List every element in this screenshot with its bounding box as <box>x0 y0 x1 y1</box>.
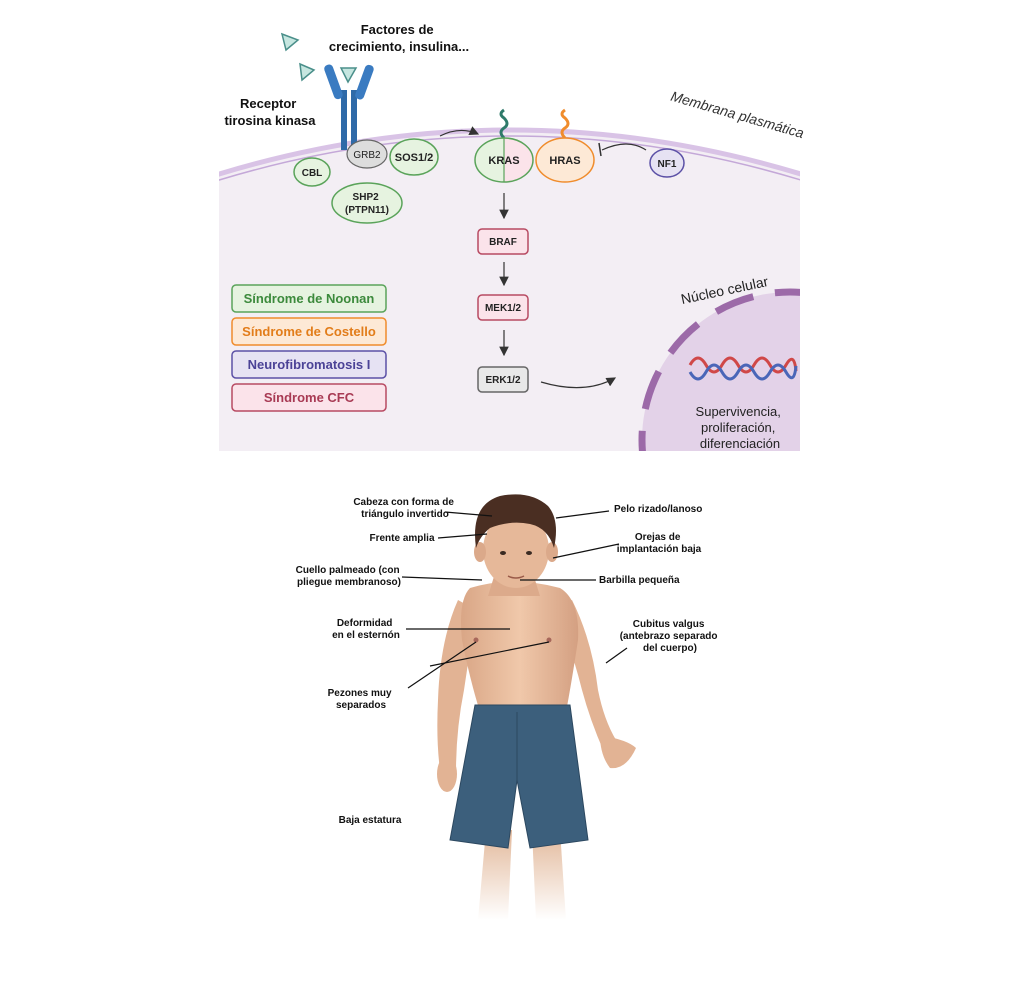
feature-callouts <box>401 510 628 689</box>
plasma-membrane <box>219 127 800 177</box>
shorts <box>449 704 589 849</box>
feature-head-shape-2: triángulo invertido <box>361 509 449 520</box>
mek-label: MEK1/2 <box>485 303 522 314</box>
hair <box>475 494 556 548</box>
legend-noonan: Síndrome de Noonan <box>244 291 375 306</box>
legend-nf1: Neurofibromatosis I <box>248 357 371 372</box>
outcome-line-1: Supervivencia, <box>696 404 781 419</box>
svg-text:Factores de crecimiento, i: Factores de crecimiento, insulina... <box>329 22 469 54</box>
legend-costello: Síndrome de Costello <box>242 324 376 339</box>
svg-text:Pezones muy separados: Pezones muy separados <box>328 688 395 711</box>
legend-box-nf1 <box>231 350 387 379</box>
erk-label: ERK1/2 <box>485 375 520 386</box>
ligand-label-2: crecimiento, insulina... <box>329 39 469 54</box>
feature-nipples-2: separados <box>336 700 386 711</box>
child-illustration <box>437 494 636 920</box>
dna-icon <box>688 356 798 381</box>
legend-box-costello <box>231 317 387 346</box>
ligand-triangle-icon <box>339 67 358 84</box>
protein-mek <box>477 294 529 321</box>
feature-ears-2: implantación baja <box>617 544 702 555</box>
feature-cubitus-3: del cuerpo) <box>643 643 697 654</box>
feature-cubitus-1: Cubitus valgus <box>633 619 705 630</box>
legend-box-cfc <box>231 383 387 412</box>
feature-ears-1: Orejas de <box>635 532 681 543</box>
braf-label: BRAF <box>489 237 517 248</box>
grb2-label: GRB2 <box>353 150 381 161</box>
protein-erk <box>477 366 529 393</box>
legend-cfc: Síndrome CFC <box>264 390 355 405</box>
ligand-label-1: Factores de <box>361 22 434 37</box>
protein-braf <box>477 228 529 255</box>
shp2-label-1: SHP2 <box>353 192 380 203</box>
ligand-triangles <box>280 32 358 84</box>
receptor-label-1: Receptor <box>240 96 296 111</box>
feature-nipples-1: Pezones muy <box>328 688 392 699</box>
receptor-label-2: tirosina kinasa <box>224 113 316 128</box>
kras-label: KRAS <box>488 155 519 167</box>
protein-hras <box>535 137 595 183</box>
nf1-label: NF1 <box>658 159 677 170</box>
svg-text:SHP2 (PTPN11): SHP2 (PTPN11) <box>345 192 389 216</box>
svg-text:Cuello palmeado (con pli: Cuello palmeado (con pliegue membranoso) <box>296 565 403 588</box>
svg-text:Cubitus valgus (antebraz: Cubitus valgus (antebrazo separado del c… <box>620 619 721 654</box>
feature-sternum-1: Deformidad <box>337 618 393 629</box>
sos-label: SOS1/2 <box>395 152 434 164</box>
hras-label: HRAS <box>549 155 580 167</box>
outcome-line-2: proliferación, <box>701 420 775 435</box>
svg-text:Orejas de implantación b: Orejas de implantación baja <box>617 532 702 555</box>
protein-cbl <box>293 157 331 187</box>
legend-box-noonan <box>231 284 387 313</box>
feature-hair: Pelo rizado/lanoso <box>614 504 702 515</box>
feature-neck-1: Cuello palmeado (con <box>296 565 400 576</box>
protein-shp2 <box>331 182 403 224</box>
svg-text:Receptor tirosina kinasa: Receptor tirosina kinasa <box>224 96 316 128</box>
outcome-line-3: diferenciación <box>700 436 780 451</box>
feature-stature: Baja estatura <box>339 815 402 826</box>
feature-sternum-2: en el esternón <box>332 630 400 641</box>
protein-grb2 <box>346 139 388 169</box>
receptor-tyrosine-kinase <box>324 64 374 150</box>
feature-chin: Barbilla pequeña <box>599 575 680 586</box>
svg-text:Cabeza con forma de triá: Cabeza con forma de triángulo invertido <box>353 497 456 520</box>
feature-head-shape-1: Cabeza con forma de <box>353 497 454 508</box>
svg-text:Deformidad en el esternó: Deformidad en el esternón <box>332 618 400 641</box>
protein-kras <box>474 137 534 183</box>
legend: Síndrome de Noonan Síndrome de Costello … <box>231 284 387 412</box>
ligand-triangle-icon <box>280 32 300 52</box>
feature-cubitus-2: (antebrazo separado <box>620 631 718 642</box>
protein-sos <box>389 138 439 176</box>
ligand-triangle-icon <box>299 62 316 82</box>
kras-anchor <box>499 108 509 140</box>
feature-neck-2: pliegue membranoso) <box>297 577 401 588</box>
feature-forehead: Frente amplia <box>369 533 434 544</box>
cbl-label: CBL <box>302 168 323 179</box>
hras-anchor <box>560 108 570 140</box>
shp2-label-2: (PTPN11) <box>345 205 389 216</box>
protein-nf1 <box>649 148 685 178</box>
svg-text:Supervivencia, proliferaci: Supervivencia, proliferación, diferencia… <box>696 404 785 451</box>
